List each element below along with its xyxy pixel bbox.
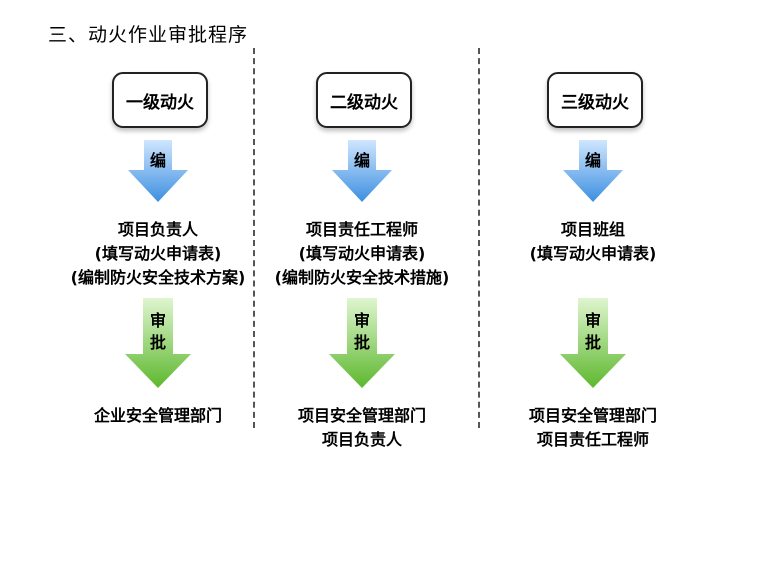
page-title: 三、动火作业审批程序 xyxy=(48,24,249,46)
approver-line: 企业安全管理部门 xyxy=(93,406,222,425)
responsible-line: (填写动火申请表) xyxy=(529,244,657,263)
responsible-block: 项目班组 (填写动火申请表) xyxy=(468,218,718,266)
approve-char: 审 xyxy=(149,311,166,330)
approve-char: 审 xyxy=(353,311,370,330)
down-arrow-icon xyxy=(332,140,392,202)
approver-line: 项目安全管理部门 xyxy=(528,406,657,425)
approve-char: 批 xyxy=(353,333,370,352)
compile-label: 编 xyxy=(353,151,371,170)
compile-label: 编 xyxy=(149,151,167,170)
approver-block: 企业安全管理部门 xyxy=(33,404,283,428)
approve-label: 审 批 xyxy=(148,310,168,354)
down-arrow-icon xyxy=(563,140,623,202)
down-arrow-icon xyxy=(125,298,191,388)
level-box: 一级动火 xyxy=(112,72,208,128)
column-level-1: 一级动火 编 项目负责人 (填写动火申请表) (编制防火安全技术方案) 审 批 … xyxy=(33,0,283,572)
approver-line: 项目安全管理部门 xyxy=(297,406,426,425)
approver-block: 项目安全管理部门 项目责任工程师 xyxy=(468,404,718,452)
responsible-line: 项目责任工程师 xyxy=(305,220,418,239)
approver-block: 项目安全管理部门 项目负责人 xyxy=(237,404,487,452)
approve-char: 批 xyxy=(149,333,166,352)
responsible-line: (填写动火申请表) xyxy=(298,244,426,263)
down-arrow-icon xyxy=(329,298,395,388)
responsible-line: (编制防火安全技术措施) xyxy=(274,268,450,287)
divider-right xyxy=(478,48,480,428)
responsible-line: 项目负责人 xyxy=(117,220,198,239)
approve-char: 批 xyxy=(584,333,601,352)
divider-left xyxy=(253,48,255,428)
responsible-line: (填写动火申请表) xyxy=(94,244,222,263)
compile-label: 编 xyxy=(584,151,602,170)
responsible-line: 项目班组 xyxy=(560,220,625,239)
down-arrow-icon xyxy=(128,140,188,202)
approve-label: 审 批 xyxy=(352,310,372,354)
approve-label: 审 批 xyxy=(583,310,603,354)
responsible-block: 项目负责人 (填写动火申请表) (编制防火安全技术方案) xyxy=(33,218,283,290)
responsible-block: 项目责任工程师 (填写动火申请表) (编制防火安全技术措施) xyxy=(237,218,487,290)
responsible-line: (编制防火安全技术方案) xyxy=(70,268,246,287)
level-box: 二级动火 xyxy=(316,72,412,128)
approver-line: 项目责任工程师 xyxy=(536,430,649,449)
approver-line: 项目负责人 xyxy=(321,430,402,449)
level-box: 三级动火 xyxy=(547,72,643,128)
down-arrow-icon xyxy=(560,298,626,388)
approve-char: 审 xyxy=(584,311,601,330)
column-level-2: 二级动火 编 项目责任工程师 (填写动火申请表) (编制防火安全技术措施) 审 … xyxy=(237,0,487,572)
column-level-3: 三级动火 编 项目班组 (填写动火申请表) 审 批 项目安全管理部门 项目责任工… xyxy=(468,0,718,572)
